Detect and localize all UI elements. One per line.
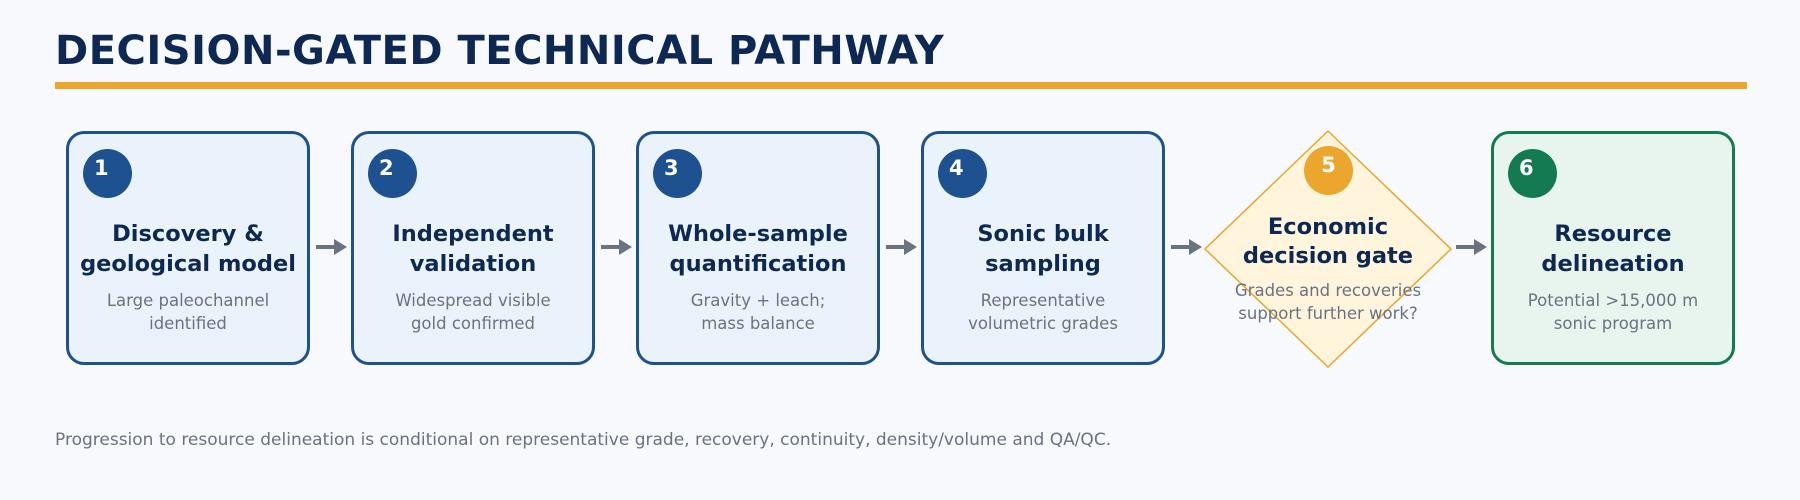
- footnote: Progression to resource delineation is c…: [55, 430, 1112, 450]
- step-5-desc-line1: Grades and recoveries: [1234, 281, 1422, 300]
- step-5-desc-line2: support further work?: [1238, 304, 1418, 323]
- step-1-title-line2: geological model: [80, 251, 296, 277]
- step-4-title: Sonic bulk sampling: [924, 219, 1162, 279]
- step-3-box: 3 Whole-sample quantification Gravity + …: [636, 131, 880, 365]
- step-2-title-line1: Independent: [392, 221, 554, 247]
- step-3-description: Gravity + leach; mass balance: [639, 289, 877, 335]
- step-2-title: Independent validation: [354, 219, 592, 279]
- step-2-badge: 2: [368, 149, 417, 198]
- step-2-title-line2: validation: [409, 251, 537, 277]
- step-4-title-line1: Sonic bulk: [977, 221, 1109, 247]
- step-3-title-line1: Whole-sample: [668, 221, 848, 247]
- step-1-title: Discovery & geological model: [69, 219, 307, 279]
- step-1-desc-line2: identified: [149, 314, 227, 333]
- step-1-description: Large paleochannel identified: [69, 289, 307, 335]
- step-5-title-line1: Economic: [1267, 214, 1389, 240]
- arrow-2-to-3: [601, 239, 632, 255]
- step-6-box: 6 Resource delineation Potential >15,000…: [1491, 131, 1735, 365]
- arrow-5-to-6: [1456, 239, 1487, 255]
- step-6-desc-line1: Potential >15,000 m: [1527, 291, 1699, 310]
- step-6-desc-line2: sonic program: [1553, 314, 1673, 333]
- step-5-badge: 5: [1304, 146, 1353, 195]
- decision-diamond-shape: [1204, 130, 1452, 368]
- step-5-description: Grades and recoveries support further wo…: [1204, 279, 1452, 325]
- step-6-title-line2: delineation: [1541, 251, 1685, 277]
- step-1-box: 1 Discovery & geological model Large pal…: [66, 131, 310, 365]
- step-1-badge: 1: [83, 149, 132, 198]
- step-2-desc-line1: Widespread visible: [395, 291, 551, 310]
- step-1-desc-line1: Large paleochannel: [106, 291, 270, 310]
- step-4-desc-line1: Representative: [980, 291, 1106, 310]
- step-2-box: 2 Independent validation Widespread visi…: [351, 131, 595, 365]
- step-6-title: Resource delineation: [1494, 219, 1732, 279]
- step-2-description: Widespread visible gold confirmed: [354, 289, 592, 335]
- step-3-desc-line1: Gravity + leach;: [690, 291, 826, 310]
- step-6-badge: 6: [1508, 149, 1557, 198]
- step-4-description: Representative volumetric grades: [924, 289, 1162, 335]
- decision-gate: 5 Economic decision gate Grades and reco…: [1204, 130, 1452, 368]
- arrow-1-to-2: [316, 239, 347, 255]
- step-3-title-line2: quantification: [669, 251, 847, 277]
- step-5-title-line2: decision gate: [1242, 243, 1414, 269]
- title-underline: [55, 82, 1747, 89]
- step-3-badge: 3: [653, 149, 702, 198]
- step-3-title: Whole-sample quantification: [639, 219, 877, 279]
- step-3-desc-line2: mass balance: [701, 314, 815, 333]
- step-4-badge: 4: [938, 149, 987, 198]
- page-title: DECISION-GATED TECHNICAL PATHWAY: [55, 28, 945, 74]
- arrow-3-to-4: [886, 239, 917, 255]
- arrow-4-to-5: [1171, 239, 1202, 255]
- step-4-box: 4 Sonic bulk sampling Representative vol…: [921, 131, 1165, 365]
- step-5-title: Economic decision gate: [1204, 213, 1452, 271]
- step-4-title-line2: sampling: [985, 251, 1101, 277]
- step-4-desc-line2: volumetric grades: [968, 314, 1118, 333]
- step-6-description: Potential >15,000 m sonic program: [1494, 289, 1732, 335]
- step-6-title-line1: Resource: [1554, 221, 1672, 247]
- step-1-title-line1: Discovery &: [112, 221, 264, 247]
- step-2-desc-line2: gold confirmed: [410, 314, 536, 333]
